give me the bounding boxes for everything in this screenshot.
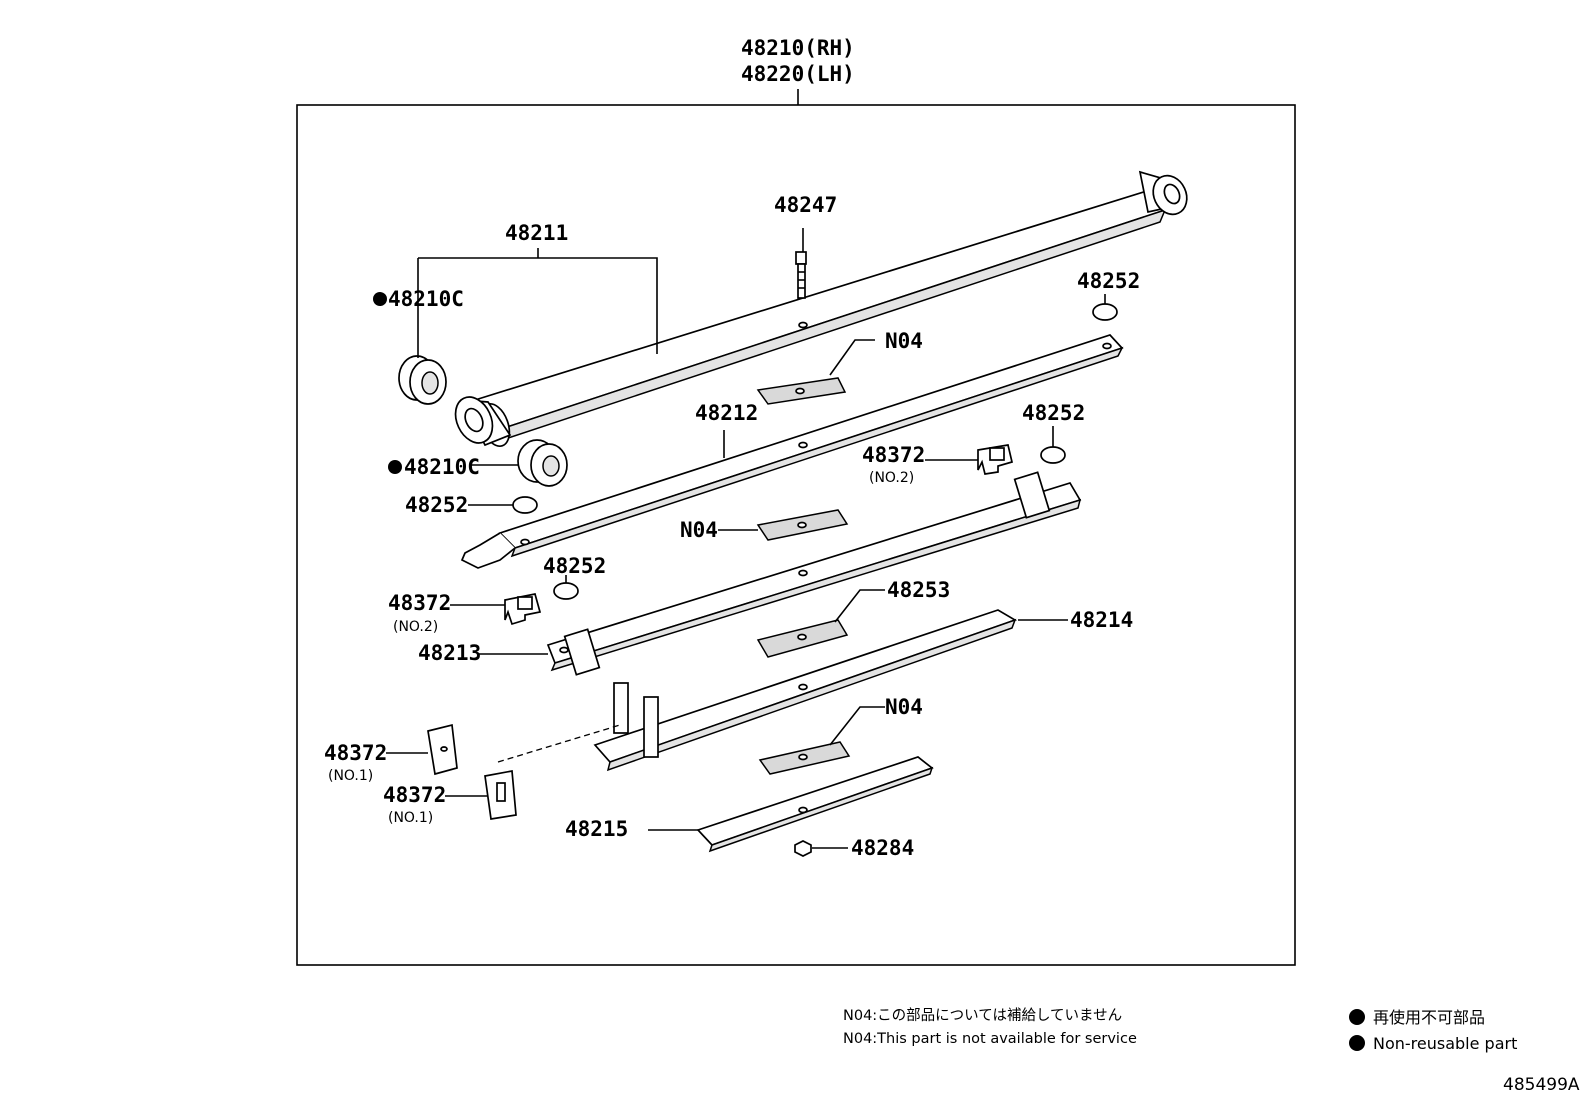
- non-reusable-mark-b: [388, 460, 402, 474]
- leaf-48213: [546, 471, 1082, 676]
- legend-mark-en: [1349, 1035, 1365, 1051]
- diagram-code: 485499A: [1503, 1075, 1580, 1095]
- center-bolt-48247: [795, 251, 807, 299]
- label-n04-c: N04: [885, 695, 923, 719]
- label-48372-no1-a-sub: (NO.1): [328, 768, 373, 784]
- label-48372-no1-b-sub: (NO.1): [388, 810, 433, 826]
- label-48372-no2-b: 48372: [388, 591, 451, 615]
- label-48210c-b: 48210C: [404, 455, 480, 479]
- legend-mark-jp: [1349, 1009, 1365, 1025]
- pad-48252-c: [512, 496, 538, 514]
- label-48372-no2-a-sub: (NO.2): [869, 470, 914, 486]
- legend-jp: 再使用不可部品: [1373, 1008, 1485, 1027]
- pad-48252-b: [1040, 446, 1066, 464]
- clip-48372-no1-b: [484, 769, 517, 820]
- nut-48284: [794, 840, 812, 857]
- note-jp: N04:この部品については補給していません: [843, 1007, 1122, 1024]
- clip-48372-no1-a: [427, 723, 458, 776]
- bushing-48210c-b: [517, 439, 568, 487]
- leader-lines: [386, 228, 1106, 849]
- legend-en: Non-reusable part: [1373, 1034, 1517, 1053]
- label-48284: 48284: [851, 836, 914, 860]
- main-leaf-48211: [454, 170, 1188, 447]
- label-48252-a: 48252: [1077, 269, 1140, 293]
- label-n04-b: N04: [680, 518, 718, 542]
- leaf-48214: [593, 609, 1018, 772]
- label-48372-no1-b: 48372: [383, 783, 446, 807]
- label-48213: 48213: [418, 641, 481, 665]
- label-48253: 48253: [887, 578, 950, 602]
- leaf-48215: [696, 756, 934, 853]
- label-48252-c: 48252: [405, 493, 468, 517]
- note-en: N04:This part is not available for servi…: [843, 1031, 1137, 1047]
- label-48212: 48212: [695, 401, 758, 425]
- label-48215: 48215: [565, 817, 628, 841]
- label-48252-d: 48252: [543, 554, 606, 578]
- bushing-48210c-a: [398, 355, 447, 405]
- pad-48252-d: [553, 582, 579, 600]
- label-48372-no1-a: 48372: [324, 741, 387, 765]
- label-48247: 48247: [774, 193, 837, 217]
- label-n04-a: N04: [885, 329, 923, 353]
- label-48252-b: 48252: [1022, 401, 1085, 425]
- label-48211: 48211: [505, 221, 568, 245]
- non-reusable-mark-a: [373, 292, 387, 306]
- assembly-label-lh: 48220(LH): [741, 62, 855, 86]
- assembly-label-rh: 48210(RH): [741, 36, 855, 60]
- label-48372-no2-a: 48372: [862, 443, 925, 467]
- label-48214: 48214: [1070, 608, 1133, 632]
- clip-alignment-line: [497, 724, 621, 763]
- label-48372-no2-b-sub: (NO.2): [393, 619, 438, 635]
- clip-48372-no2-b: [504, 593, 542, 626]
- leaf-48212: [460, 334, 1124, 569]
- pad-48252-a: [1092, 303, 1118, 321]
- label-48210c-a: 48210C: [388, 287, 464, 311]
- diagram-frame: [296, 104, 1296, 966]
- clip-48372-no2-a: [977, 444, 1014, 475]
